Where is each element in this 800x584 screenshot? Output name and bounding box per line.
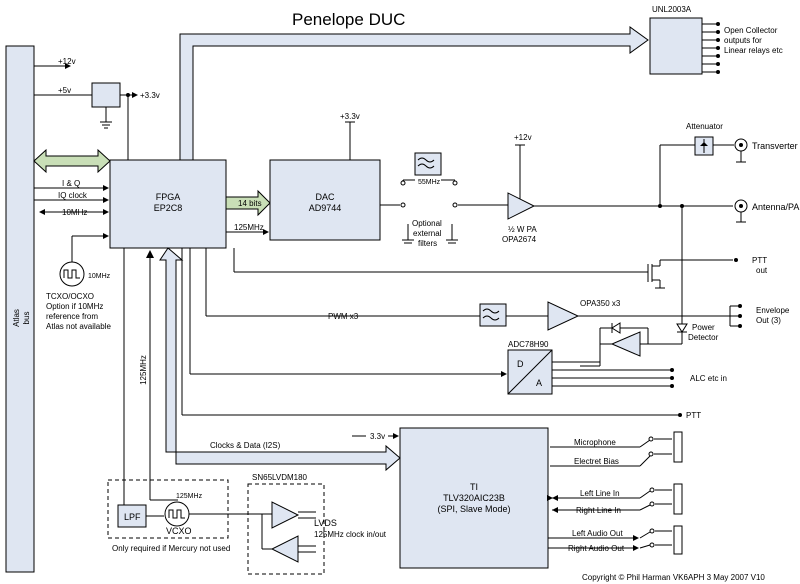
plus33v-label: +3.3v	[140, 91, 160, 100]
pa-amplifier	[507, 192, 536, 220]
transverter-label: Transverter	[752, 141, 798, 151]
uln-line3: Linear relays etc	[724, 46, 783, 55]
bus-fpga-to-codec	[159, 247, 401, 472]
dac-label-1: DAC	[315, 192, 335, 202]
fpga-label-2: EP2C8	[154, 203, 183, 213]
power-det-2: Detector	[688, 333, 719, 342]
filter-opt1: Optional	[412, 219, 442, 228]
clk125-v-label: 125MHz	[139, 355, 148, 385]
filter-opt2: external	[413, 229, 442, 238]
left-audio-label: Left Audio Out	[572, 529, 623, 538]
plus12v-label: +12v	[58, 57, 76, 66]
fpga-block	[109, 159, 227, 249]
opa350-label: OPA350 x3	[580, 299, 621, 308]
mercury-optional-box	[107, 479, 229, 539]
lpf-label: LPF	[124, 512, 141, 522]
lvds-label-2: 125MHz clock in/out	[314, 530, 387, 539]
left-line-label: Left Line In	[580, 489, 620, 498]
filter-opt3: filters	[418, 239, 437, 248]
codec-label-3: (SPI, Slave Mode)	[437, 504, 510, 514]
envelope-1: Envelope	[756, 306, 790, 315]
lvds-label-1: LVDS	[314, 518, 337, 528]
tcxo-line4: Atlas not available	[46, 322, 111, 331]
tcxo-line3: reference from	[46, 312, 98, 321]
atlas-bus-label-2: bus	[22, 312, 31, 325]
bus-atlas-fpga	[33, 148, 111, 174]
dac-label-2: AD9744	[309, 203, 342, 213]
plus5v-label: +5v	[58, 86, 71, 95]
ptt-out-1: PTT	[752, 256, 767, 265]
audio-out-jack	[673, 525, 683, 555]
filter-55mhz	[414, 152, 442, 176]
fpga-label-1: FPGA	[156, 192, 181, 202]
ptt-out-2: out	[756, 266, 768, 275]
microphone-label: Microphone	[574, 438, 616, 447]
pa-supply: +12v	[514, 133, 532, 142]
bus-fpga-to-uln	[179, 26, 649, 161]
uln-line1: Open Collector	[724, 26, 778, 35]
mercury-note: Only required if Mercury not used	[112, 544, 230, 553]
power-det-1: Power	[692, 323, 715, 332]
atlas-bus	[5, 45, 35, 573]
iq-label: I & Q	[62, 179, 80, 188]
filter-freq: 55MHz	[418, 179, 441, 186]
clk125-label: 125MHz	[234, 223, 264, 232]
detector-amplifier	[610, 331, 641, 357]
iq-clock-label: IQ clock	[58, 191, 88, 200]
uln2003a-block	[649, 17, 703, 75]
vcxo-label: VCXO	[166, 526, 192, 536]
atlas-bus-label-1: Atlas	[12, 309, 21, 327]
diagram-title: Penelope DUC	[292, 10, 405, 29]
copyright: Copyright © Phil Harman VK6APH 3 May 200…	[582, 573, 765, 582]
lvds-box	[247, 483, 325, 575]
envelope-2: Out (3)	[756, 316, 781, 325]
adc-d: D	[517, 359, 524, 369]
ten-mhz-label: 10MHz	[62, 208, 87, 217]
codec-block	[399, 427, 549, 569]
lvds-receiver	[270, 535, 299, 563]
pwm-filter	[479, 303, 507, 327]
codec-label-1: TI	[470, 482, 478, 492]
pa-label-2: OPA2674	[502, 235, 537, 244]
alc-label: ALC etc in	[690, 374, 727, 383]
attenuator-label: Attenuator	[686, 122, 723, 131]
codec-supply: 3.3v	[370, 432, 385, 441]
tcxo-line2: Option if 10MHz	[46, 302, 103, 311]
adc-a: A	[536, 378, 542, 388]
uln-name: UNL2003A	[652, 5, 692, 14]
lvds-driver	[271, 501, 300, 529]
mic-jack	[673, 431, 683, 463]
pwm-label: PWM x3	[328, 312, 359, 321]
dac-block	[269, 159, 381, 241]
opa350-amplifier	[547, 301, 580, 331]
tcxo-line1: TCXO/OCXO	[46, 292, 94, 301]
antenna-label: Antenna/PA	[752, 202, 799, 212]
bits-label: 14 bits	[238, 199, 262, 208]
bus-fpga-to-dac	[225, 189, 271, 217]
regulator-block	[91, 82, 121, 108]
right-line-label: Right Line In	[576, 506, 621, 515]
right-audio-label: Right Audio Out	[568, 544, 625, 553]
pa-label-1: ½ W PA	[508, 225, 537, 234]
line-in-jack	[673, 483, 683, 515]
ptt-label: PTT	[686, 411, 701, 420]
tcxo-freq: 10MHz	[88, 273, 111, 280]
clocks-data-label: Clocks & Data (I2S)	[210, 441, 281, 450]
electret-label: Electret Bias	[574, 457, 619, 466]
uln-line2: outputs for	[724, 36, 762, 45]
dac-supply: +3.3v	[340, 112, 360, 121]
lvds-chip: SN65LVDM180	[252, 473, 308, 482]
adc-name: ADC78H90	[508, 340, 549, 349]
codec-label-2: TLV320AIC23B	[443, 493, 505, 503]
vcxo-freq: 125MHz	[176, 493, 203, 500]
